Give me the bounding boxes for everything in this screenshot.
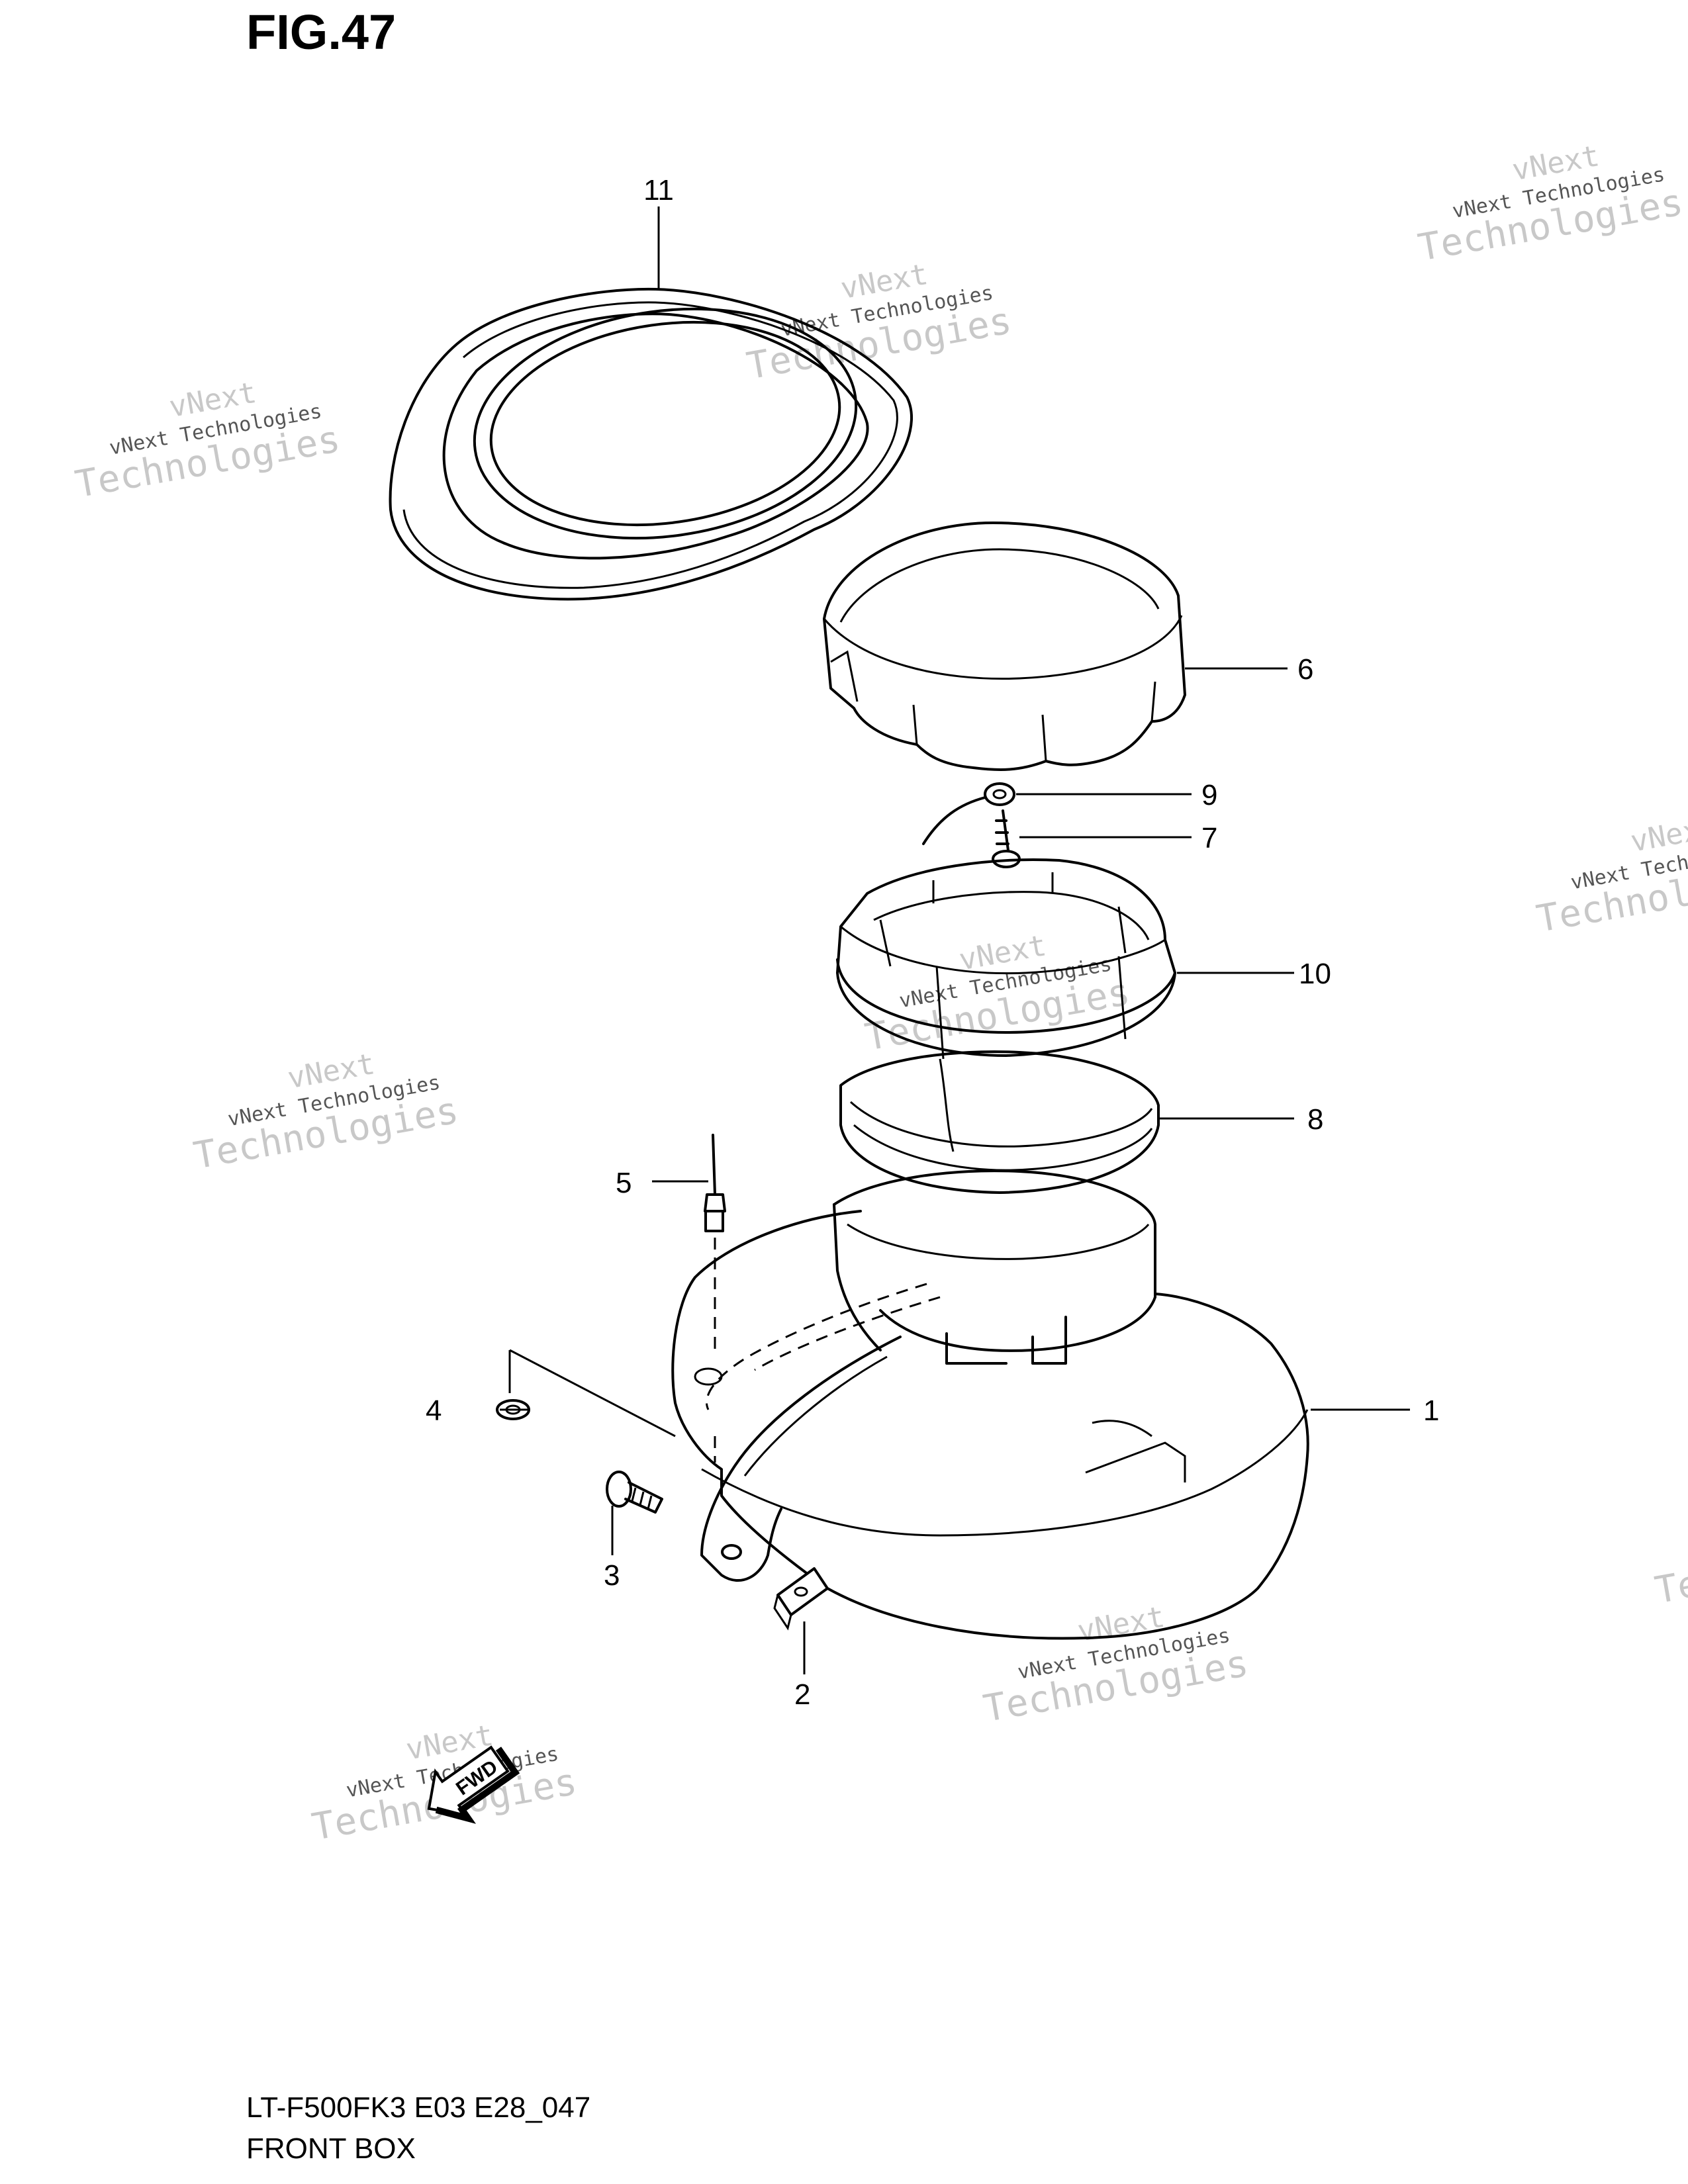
callout-1: 1	[1423, 1394, 1439, 1427]
part-5-rivet	[704, 1134, 726, 1350]
section-name: FRONT BOX	[246, 2132, 416, 2165]
part-2-clip-nut	[773, 1567, 829, 1631]
watermark-line3: Technologies	[1652, 1524, 1688, 1612]
callout-4: 4	[426, 1394, 442, 1427]
watermark-tile: vNext vNext Technologies Technologies	[1533, 810, 1688, 941]
callout-8: 8	[1307, 1103, 1323, 1136]
watermark-grid: vNext vNext Technologies Technologies vN…	[72, 139, 1688, 1849]
callout-2: 2	[794, 1678, 810, 1711]
callout-11: 11	[643, 174, 674, 206]
watermark-tile: vNext vNext Technologies Technologies	[1415, 139, 1687, 270]
part-1-front-box	[671, 1169, 1309, 1640]
part-3-screw	[606, 1471, 663, 1514]
watermark-tile: vNext vNext Technologies Technologies	[862, 929, 1133, 1060]
part-9-terminal-washer	[922, 782, 1015, 845]
part-10-locking-ring	[836, 858, 1176, 1060]
part-11-seal-gasket	[389, 287, 913, 601]
callout-7: 7	[1201, 822, 1217, 854]
part-6-cap	[823, 522, 1186, 771]
callout-labels: 11 6 9 7 10 8 5 1 4 3 2	[426, 174, 1439, 1711]
figure-title: FIG.47	[246, 5, 397, 60]
watermark-tile: vNext vNext Technologies Technologies	[1652, 1506, 1688, 1612]
model-code: LT-F500FK3 E03 E28_047	[246, 2091, 591, 2124]
watermark-tile: vNext vNext Technologies Technologies	[191, 1047, 462, 1178]
watermark-tile: vNext vNext Technologies Technologies	[743, 257, 1015, 388]
watermark-tile: vNext vNext Technologies Technologies	[72, 376, 344, 507]
watermark-tile: vNext vNext Technologies Technologies	[980, 1600, 1252, 1731]
callout-10: 10	[1299, 958, 1331, 990]
part-7-bolt	[992, 809, 1021, 868]
part-4-grommet	[496, 1349, 676, 1437]
callout-9: 9	[1201, 779, 1217, 811]
callout-5: 5	[616, 1167, 632, 1199]
callout-6: 6	[1297, 653, 1313, 686]
callout-3: 3	[604, 1559, 620, 1592]
leader-lines	[500, 206, 1410, 1674]
